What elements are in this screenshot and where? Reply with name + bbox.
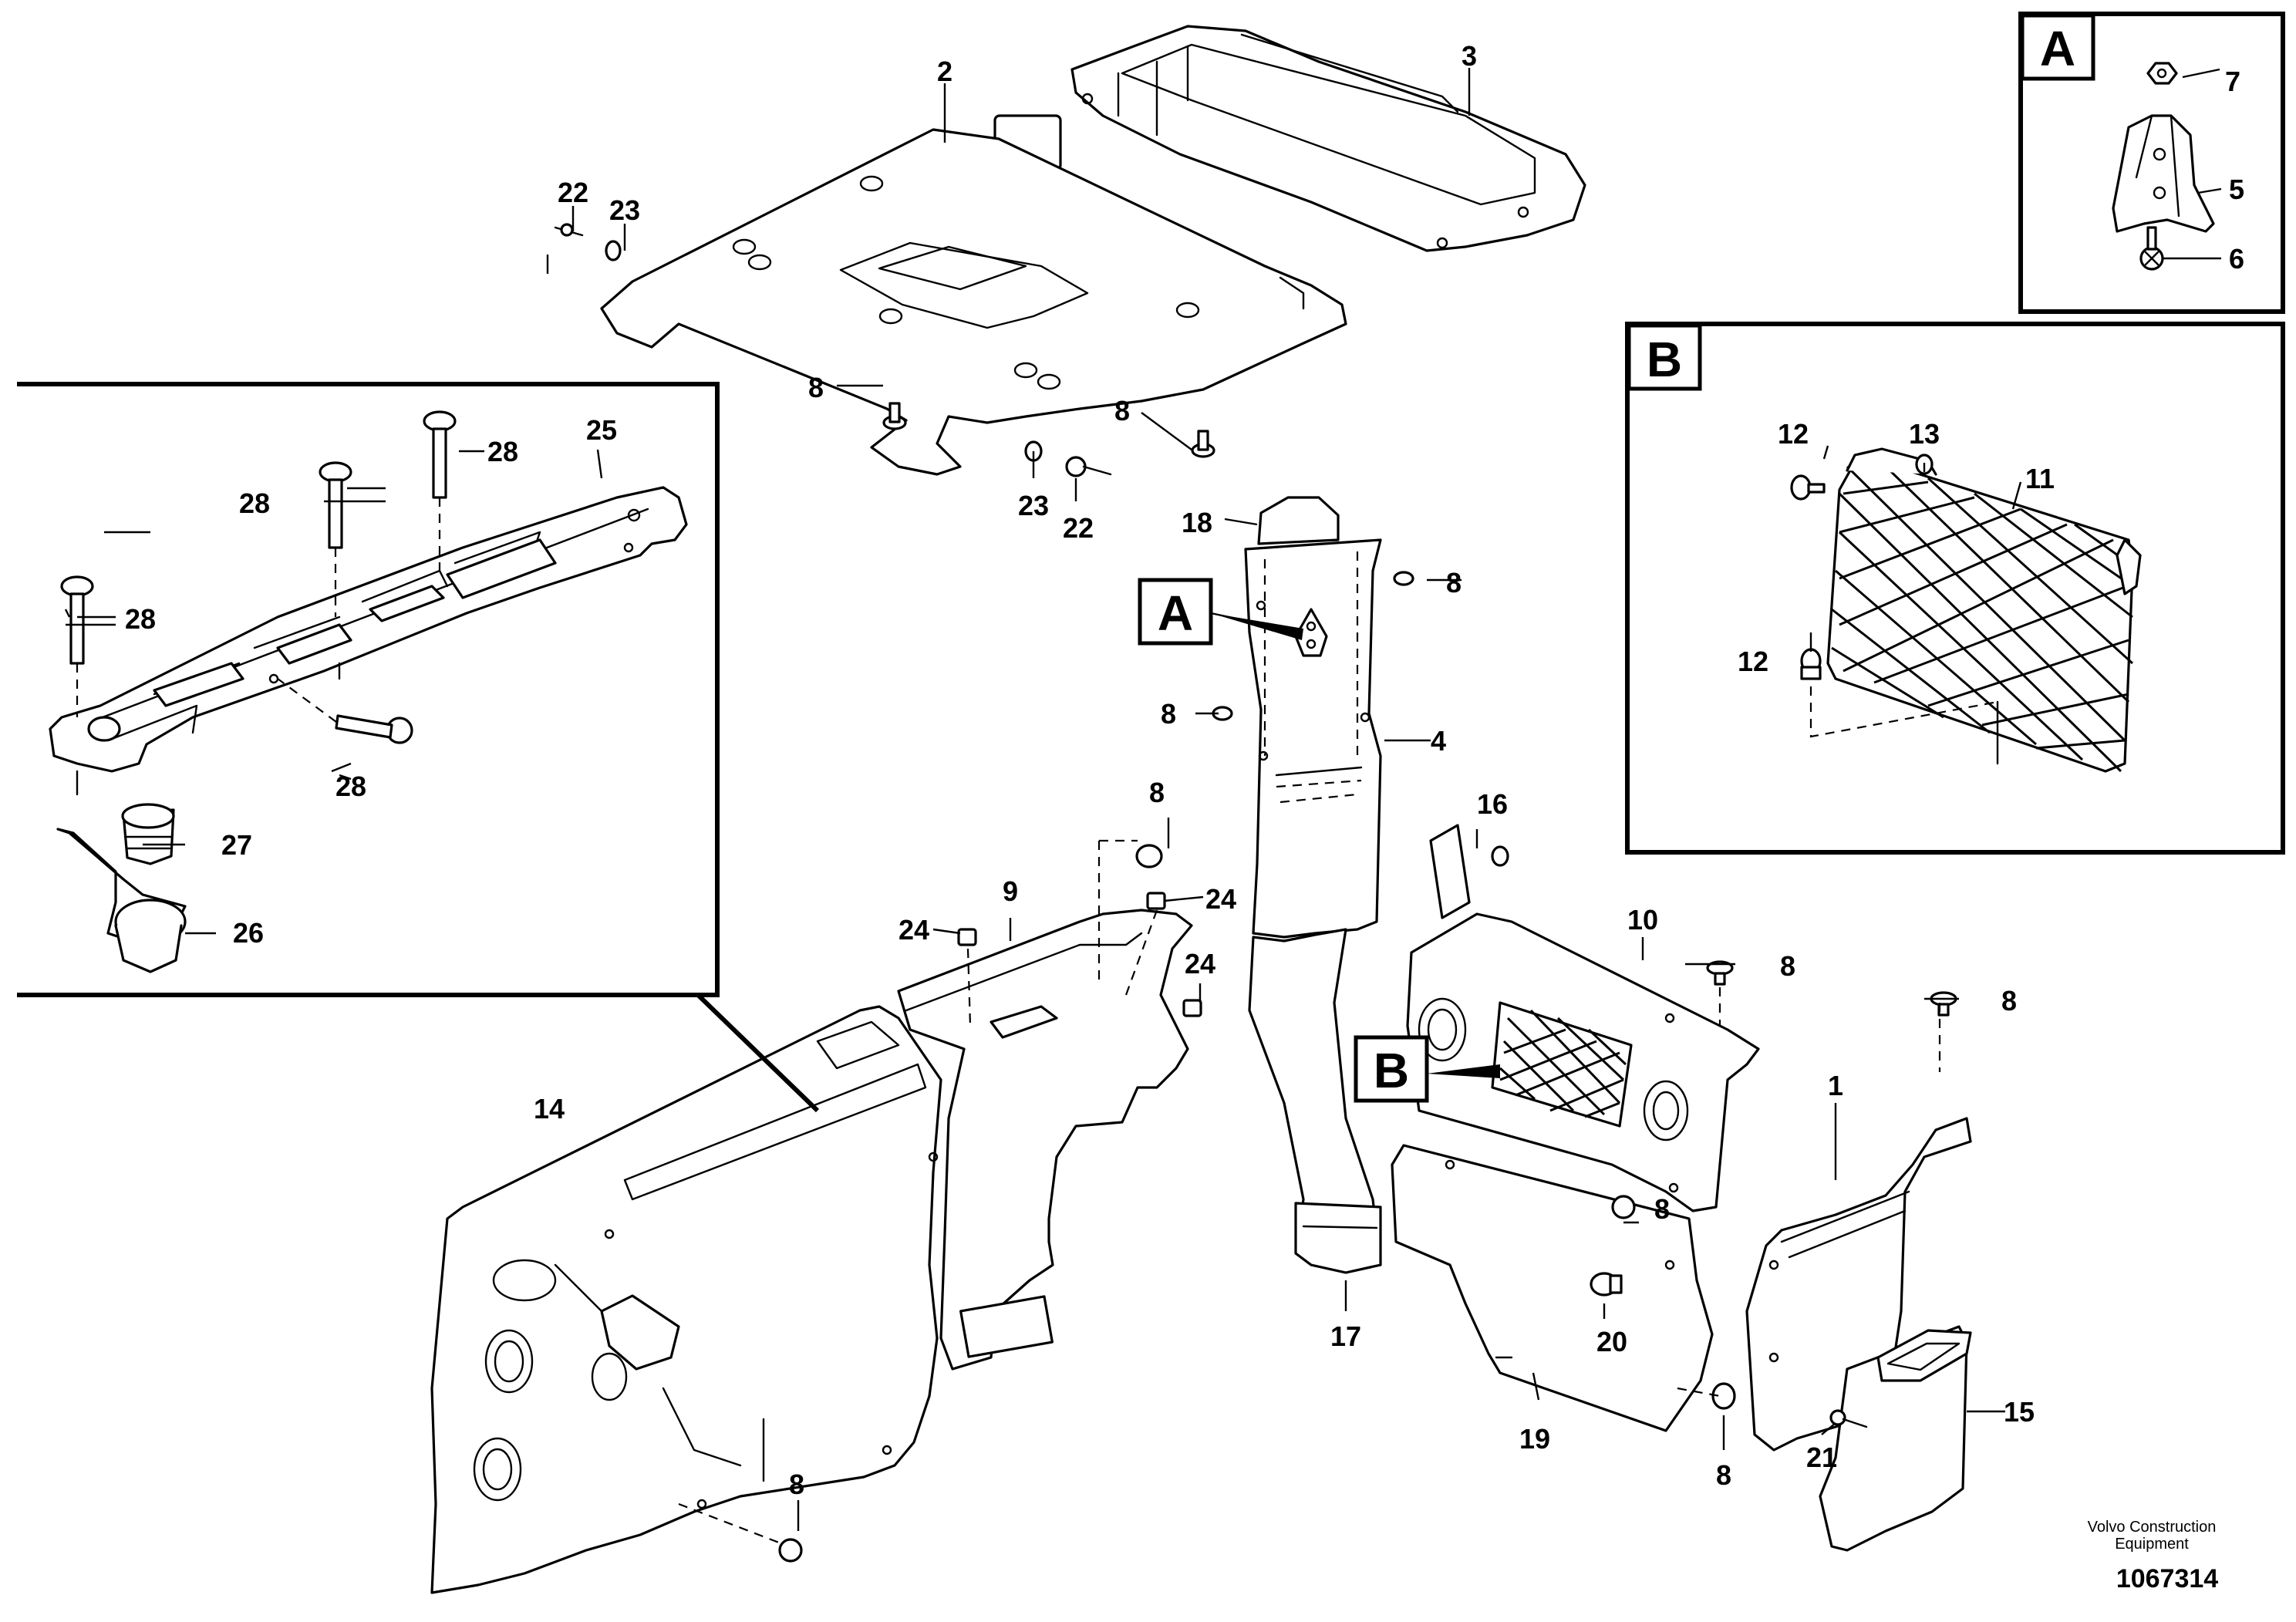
callout-13: 13: [1909, 418, 1940, 450]
callout-25: 25: [586, 414, 617, 446]
clip-8: [1393, 571, 1414, 586]
footer: Volvo Construction Equipment 1067314: [2088, 1519, 2219, 1593]
callout-labels: 2 3 22 23 8 8 23 22 18 8 8 4 8 16 9 24 2…: [125, 40, 2244, 1500]
callout-4: 4: [1431, 725, 1446, 757]
detail-label-a: A: [2040, 21, 2075, 76]
part-3-rear-roof-panel: [1070, 25, 1586, 252]
detail-view-b: B: [1625, 322, 2285, 855]
callout-2: 2: [937, 56, 952, 87]
clip-8: [1706, 960, 1734, 986]
bolt-28: [319, 461, 352, 617]
detail-label-b: B: [1647, 332, 1682, 387]
part-2-roof-panel: [600, 114, 1347, 476]
clip-8: [882, 402, 907, 430]
ref-label-b: B: [1374, 1043, 1409, 1098]
callout-14: 14: [534, 1093, 565, 1125]
callout-8: 8: [2001, 985, 2017, 1017]
callout-20: 20: [1596, 1326, 1627, 1357]
washer-23: [605, 240, 622, 261]
callout-24: 24: [1205, 883, 1236, 915]
detail-view-console: [17, 382, 820, 1113]
callout-22: 22: [558, 177, 588, 208]
callout-8: 8: [1161, 698, 1176, 730]
knob-20: [1590, 1272, 1623, 1297]
bolt-28: [277, 678, 413, 744]
document-number: 1067314: [2116, 1564, 2218, 1593]
part-16-plate: [1429, 824, 1471, 919]
leader-lines: [64, 68, 2222, 1531]
ref-label-a: A: [1158, 585, 1193, 641]
callout-8: 8: [1149, 777, 1165, 808]
callout-1: 1: [1828, 1070, 1843, 1101]
nut-clip-24: [957, 928, 977, 946]
part-9-upper-trim: [897, 909, 1193, 1371]
clip-8: [1711, 1382, 1736, 1410]
nut-clip-24: [1146, 892, 1166, 910]
callout-28: 28: [487, 436, 518, 467]
callout-23: 23: [1018, 490, 1049, 521]
clip-8: [1930, 991, 1957, 1017]
callout-9: 9: [1003, 875, 1018, 907]
brand-line-1: Volvo Construction: [2088, 1519, 2217, 1536]
callout-19: 19: [1519, 1423, 1550, 1455]
callout-24: 24: [899, 914, 929, 946]
callout-8: 8: [808, 372, 824, 403]
part-1-pillar-trim: [1745, 1117, 1972, 1452]
callout-21: 21: [1806, 1442, 1837, 1473]
bolt-28: [423, 410, 457, 571]
clip-8: [778, 1538, 803, 1563]
screw-22: [554, 223, 584, 237]
callout-18: 18: [1182, 507, 1212, 538]
part-14-side-panel: [430, 1005, 942, 1594]
callout-11: 11: [2025, 463, 2055, 494]
callout-3: 3: [1462, 40, 1477, 72]
cup-holder-26: [56, 828, 187, 973]
reference-tag-b: B: [1354, 1035, 1500, 1103]
callout-17: 17: [1330, 1320, 1361, 1352]
part-19-lower-panel: [1391, 1144, 1714, 1432]
clip-8: [1611, 1195, 1636, 1219]
callout-7: 7: [2225, 66, 2240, 97]
callout-16: 16: [1477, 788, 1508, 820]
callout-28: 28: [239, 487, 270, 519]
brand-line-2: Equipment: [2115, 1536, 2189, 1553]
callout-23: 23: [609, 194, 640, 226]
part-4-pillar-trim: [1244, 538, 1382, 939]
cup-holder-27: [121, 803, 175, 865]
part-17-air-duct: [1248, 928, 1382, 1274]
part-10-rear-panel: [1406, 912, 1760, 1212]
part-15-vent-panel: [1819, 1325, 1972, 1552]
callout-8: 8: [1780, 950, 1795, 982]
callout-6: 6: [2229, 243, 2244, 275]
callout-8: 8: [1654, 1193, 1670, 1225]
callout-12: 12: [1778, 418, 1809, 450]
callout-12: 12: [1738, 646, 1768, 677]
callout-27: 27: [221, 829, 252, 861]
callout-8: 8: [1716, 1459, 1731, 1491]
callout-28: 28: [335, 771, 366, 802]
clip-16: [1491, 845, 1509, 867]
clip-8: [1191, 430, 1215, 458]
callout-8: 8: [1114, 395, 1130, 427]
screw-22: [1065, 456, 1112, 477]
callout-15: 15: [2004, 1396, 2035, 1428]
callout-22: 22: [1063, 512, 1094, 544]
clip-8: [1135, 844, 1163, 868]
callout-26: 26: [233, 917, 264, 949]
callout-10: 10: [1627, 904, 1658, 936]
detail-view-a: A: [2018, 12, 2285, 314]
callout-5: 5: [2229, 174, 2244, 205]
nut-clip-24: [1182, 999, 1202, 1017]
reference-tag-a: A: [1138, 578, 1303, 646]
screw-21: [1829, 1409, 1868, 1428]
callout-8: 8: [789, 1469, 804, 1500]
bolt-28: [60, 575, 94, 717]
callout-8: 8: [1446, 567, 1462, 599]
callout-28: 28: [125, 603, 156, 635]
callout-24: 24: [1185, 948, 1215, 980]
